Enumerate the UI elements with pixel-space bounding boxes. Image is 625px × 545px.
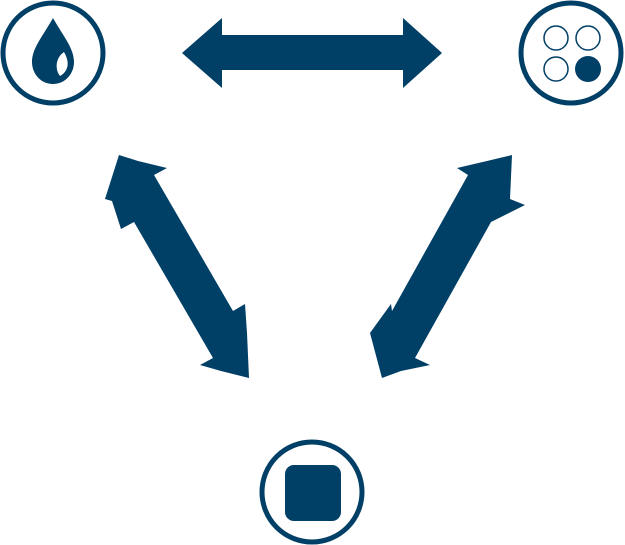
node-ring <box>518 0 624 106</box>
node-bottom <box>259 439 365 545</box>
arrow-top-right-to-bottom <box>370 155 525 378</box>
circle-empty-top-left <box>543 25 569 51</box>
node-ring <box>259 439 365 545</box>
arrow-top-left-to-bottom <box>105 155 249 378</box>
circle-filled-bottom-right <box>575 56 601 82</box>
arrow-top-left-to-top-right <box>182 18 442 88</box>
circle-empty-top-right <box>575 25 601 51</box>
double-arrow-right-diagonal <box>370 155 525 378</box>
node-top-left <box>0 0 106 106</box>
double-arrow-left-diagonal <box>105 155 249 378</box>
flame-droplet-icon <box>32 18 74 84</box>
double-arrow-horizontal <box>182 18 442 88</box>
circle-empty-bottom-left <box>543 56 569 82</box>
four-circles-icon <box>543 25 601 82</box>
node-top-right <box>518 0 624 106</box>
rounded-square-icon <box>285 465 341 521</box>
node-ring <box>0 0 106 106</box>
